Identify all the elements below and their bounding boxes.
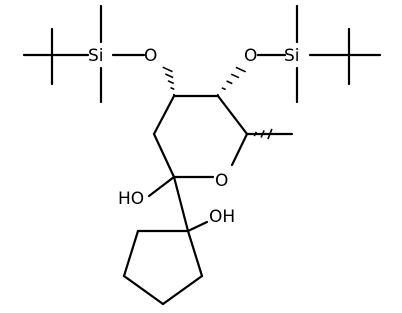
hydroxyl-label-ring: HO [118, 189, 144, 209]
oxygen-atom-right-silyl-ether: O [244, 46, 257, 66]
silicon-atom-right: Si [284, 46, 300, 66]
oxygen-atom-left-silyl-ether: O [144, 46, 157, 66]
left-tert-butyl-bonds [22, 27, 90, 86]
hashed-wedge-bond-c2-methyl [246, 128, 273, 140]
hashed-wedge-bond-c4-o [162, 66, 176, 96]
cyclopentane-bonds [122, 220, 209, 306]
ring-oxygen-atom: O [215, 171, 228, 191]
hashed-wedge-bond-c3-o [216, 66, 247, 97]
left-silyl-bonds [99, 4, 146, 104]
right-tert-butyl-bonds [308, 27, 382, 86]
right-silyl-bonds [256, 4, 299, 104]
hydroxyl-label-cyclopentyl: OH [209, 207, 235, 227]
silicon-atom-left: Si [88, 46, 104, 66]
